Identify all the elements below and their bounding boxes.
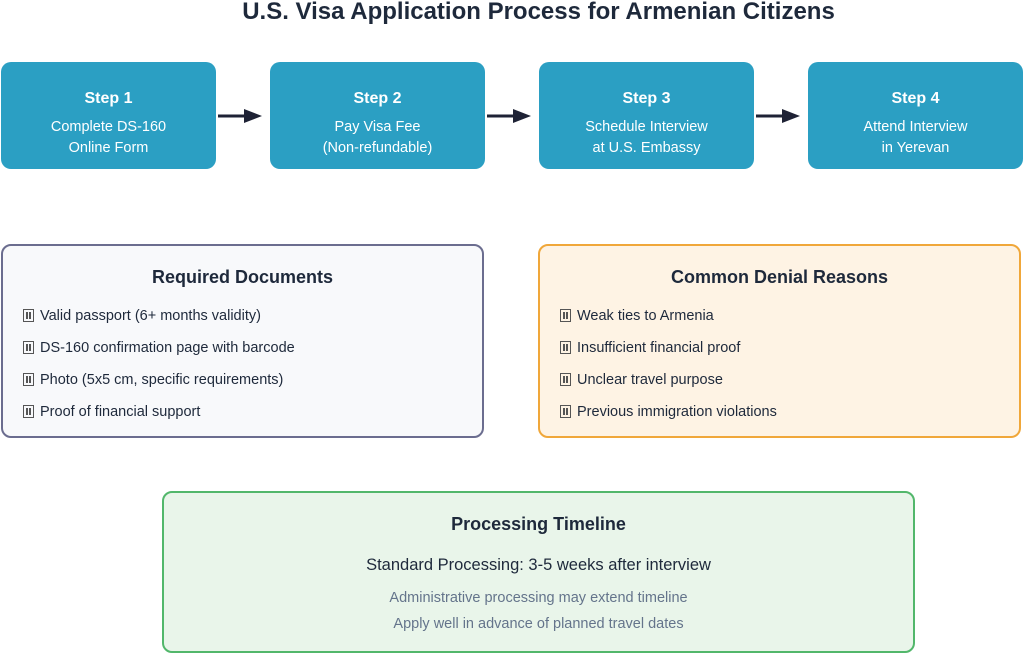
required-documents-panel: Required Documents Valid passport (6+ mo… xyxy=(1,244,484,438)
list-item-text: Valid passport (6+ months validity) xyxy=(40,308,261,324)
timeline-note: Apply well in advance of planned travel … xyxy=(393,616,684,632)
checkmark-icon xyxy=(23,341,34,354)
arrow-right-icon xyxy=(487,109,531,123)
list-item-text: Insufficient financial proof xyxy=(577,340,741,356)
step-line: Attend Interview xyxy=(863,119,968,135)
documents-list: Valid passport (6+ months validity) DS-1… xyxy=(23,306,295,434)
checkmark-icon xyxy=(23,405,34,418)
denial-list: Weak ties to Armenia Insufficient financ… xyxy=(560,306,777,434)
warning-icon xyxy=(560,341,571,354)
denial-reasons-panel: Common Denial Reasons Weak ties to Armen… xyxy=(538,244,1021,438)
panel-title: Processing Timeline xyxy=(451,514,626,534)
list-item: Unclear travel purpose xyxy=(560,370,777,402)
step-line: Schedule Interview xyxy=(585,119,708,135)
list-item-text: Unclear travel purpose xyxy=(577,372,723,388)
step-title: Step 2 xyxy=(353,90,402,107)
step-line: Pay Visa Fee xyxy=(334,119,421,135)
step-line: Online Form xyxy=(68,140,149,156)
list-item-text: Photo (5x5 cm, specific requirements) xyxy=(40,372,284,388)
warning-icon xyxy=(560,405,571,418)
step-1-box: Step 1 Complete DS-160 Online Form xyxy=(1,62,216,169)
list-item: Insufficient financial proof xyxy=(560,338,777,370)
panel-title: Required Documents xyxy=(151,267,334,287)
list-item-text: Weak ties to Armenia xyxy=(577,308,714,324)
step-line: in Yerevan xyxy=(881,140,950,156)
step-line: at U.S. Embassy xyxy=(592,140,701,156)
timeline-main-text: Standard Processing: 3-5 weeks after int… xyxy=(366,556,711,574)
list-item-text: Proof of financial support xyxy=(40,404,201,420)
warning-icon xyxy=(560,373,571,386)
list-item-text: Previous immigration violations xyxy=(577,404,777,420)
list-item-text: DS-160 confirmation page with barcode xyxy=(40,340,295,356)
step-title: Step 1 xyxy=(84,90,133,107)
list-item: Valid passport (6+ months validity) xyxy=(23,306,295,338)
arrow-right-icon xyxy=(756,109,800,123)
list-item: DS-160 confirmation page with barcode xyxy=(23,338,295,370)
step-title: Step 3 xyxy=(622,90,671,107)
checkmark-icon xyxy=(23,309,34,322)
panel-title: Common Denial Reasons xyxy=(670,267,889,287)
list-item: Proof of financial support xyxy=(23,402,295,434)
warning-icon xyxy=(560,309,571,322)
list-item: Previous immigration violations xyxy=(560,402,777,434)
step-4-box: Step 4 Attend Interview in Yerevan xyxy=(808,62,1023,169)
list-item: Weak ties to Armenia xyxy=(560,306,777,338)
page-title: U.S. Visa Application Process for Armeni… xyxy=(242,0,835,25)
step-2-box: Step 2 Pay Visa Fee (Non-refundable) xyxy=(270,62,485,169)
timeline-note: Administrative processing may extend tim… xyxy=(389,590,688,606)
step-3-box: Step 3 Schedule Interview at U.S. Embass… xyxy=(539,62,754,169)
processing-timeline-panel: Processing Timeline Standard Processing:… xyxy=(162,491,915,653)
list-item: Photo (5x5 cm, specific requirements) xyxy=(23,370,295,402)
arrow-right-icon xyxy=(218,109,262,123)
step-line: (Non-refundable) xyxy=(322,140,433,156)
step-title: Step 4 xyxy=(891,90,940,107)
checkmark-icon xyxy=(23,373,34,386)
step-line: Complete DS-160 xyxy=(50,119,167,135)
